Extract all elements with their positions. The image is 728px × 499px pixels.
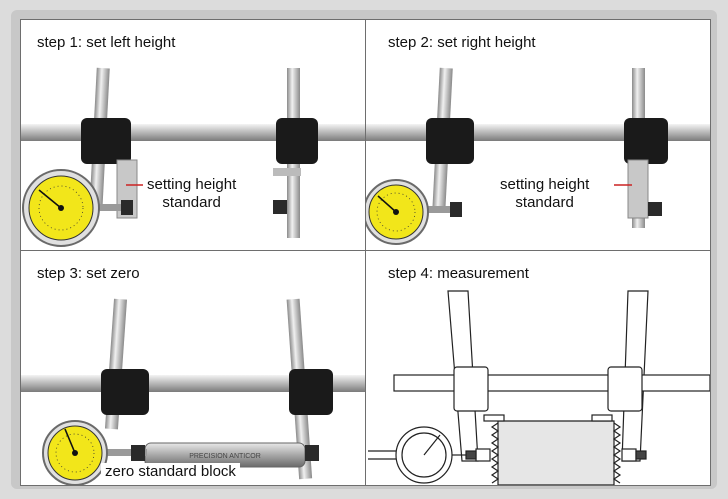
step-1-title: step 1: set left height: [37, 34, 176, 51]
step-4-title: step 4: measurement: [388, 265, 529, 282]
dial-gauge-icon: [22, 169, 100, 247]
dial-gauge-icon: [366, 179, 429, 245]
clamp-block-icon: [81, 118, 131, 164]
zero-standard-block-label: zero standard block: [101, 463, 240, 481]
step-2-illustration: [366, 67, 710, 245]
thumb-screw-icon: [121, 200, 133, 215]
thumb-screw-icon: [648, 202, 662, 216]
step-3-illustration: PRECISION ANTICOR: [21, 298, 365, 485]
thumb-screw-icon: [635, 450, 647, 460]
clamp-block-icon: [101, 369, 149, 415]
block-engraving: PRECISION ANTICOR: [189, 453, 261, 460]
setting-height-standard-label: setting height standard: [500, 176, 590, 211]
thumb-screw-icon: [450, 202, 462, 217]
step-1-illustration: [21, 67, 365, 247]
dial-gauge-icon: [368, 426, 466, 484]
setting-height-standard-label: setting height standard: [147, 176, 237, 211]
step-4-illustration: [368, 290, 710, 485]
step-3-title: step 3: set zero: [37, 265, 140, 282]
thumb-screw-icon: [273, 200, 287, 214]
thumb-screw-icon: [465, 450, 477, 460]
steps-grid: step 1: set left height setting height s…: [20, 19, 711, 486]
step-2-title: step 2: set right height: [388, 34, 536, 51]
thumb-screw-icon: [131, 445, 145, 461]
step-3-panel: PRECISION ANTICOR step 3: set zero zero …: [21, 251, 366, 485]
step-1-panel: step 1: set left height setting height s…: [21, 20, 366, 251]
thumb-screw-icon: [305, 445, 319, 461]
clamp-block-icon: [276, 118, 318, 164]
clamp-block-icon: [426, 118, 474, 164]
dial-gauge-icon: [42, 420, 108, 485]
step-4-panel: step 4: measurement: [366, 251, 710, 485]
step-2-panel: step 2: set right height setting height …: [366, 20, 710, 251]
clamp-block-icon: [624, 118, 668, 164]
clamp-block-icon: [289, 369, 333, 415]
